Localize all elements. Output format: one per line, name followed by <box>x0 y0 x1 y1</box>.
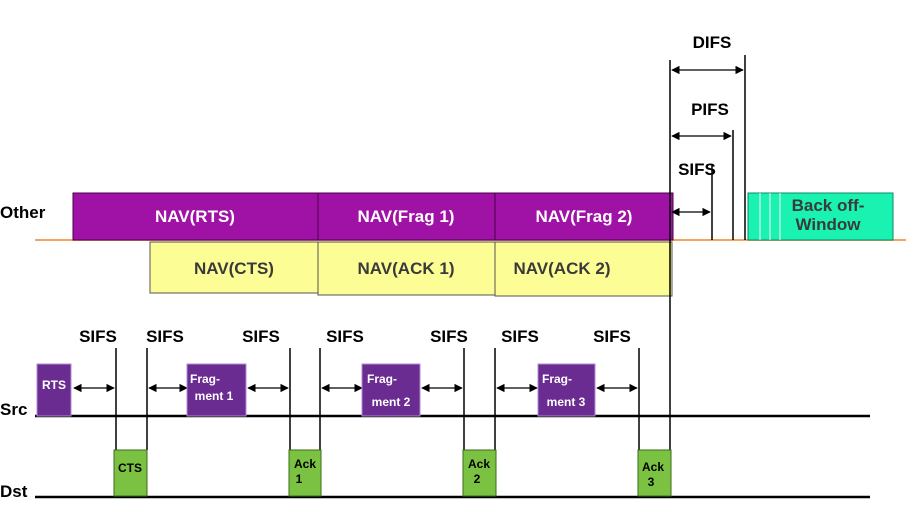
nav-label: NAV(ACK 1) <box>358 259 455 278</box>
backoff-window: Back off- Window <box>747 192 894 241</box>
nav-label: NAV(Frag 2) <box>536 207 633 226</box>
frame-label: Frag- <box>367 372 397 386</box>
frame-label: ment 3 <box>547 395 586 409</box>
row-label-dst: Dst <box>0 482 28 501</box>
frame-label: Ack <box>294 457 316 471</box>
frame-label: Ack <box>642 460 664 474</box>
sifs-label-other: SIFS <box>678 160 716 179</box>
frame-label: Frag- <box>542 372 572 386</box>
frame-label: Ack <box>468 457 490 471</box>
nav-label: NAV(RTS) <box>155 207 235 226</box>
sifs-label: SIFS <box>501 327 539 346</box>
frame-label: ment 1 <box>195 389 234 403</box>
backoff-label-2: Window <box>796 215 862 234</box>
nav-other-frag1: NAV(Frag 1) <box>317 192 496 241</box>
nav-dst-ack2: NAV(ACK 2) <box>494 241 673 297</box>
nav-label: NAV(ACK 2) <box>514 259 611 278</box>
frame-label: 1 <box>296 472 303 486</box>
dst-frame-cts: CTS <box>113 449 148 497</box>
frame-label: 3 <box>648 475 655 489</box>
pifs-label: PIFS <box>691 100 729 119</box>
backoff-label-1: Back off- <box>792 196 865 215</box>
nav-label: NAV(CTS) <box>194 259 274 278</box>
sifs-label: SIFS <box>242 327 280 346</box>
frame-label: ment 2 <box>372 395 411 409</box>
src-frame-fragment-1: Frag- ment 1 <box>186 363 247 417</box>
frame-label: RTS <box>42 378 66 392</box>
nav-other-frag2: NAV(Frag 2) <box>494 192 674 241</box>
dst-frame-ack-2: Ack 2 <box>462 449 497 497</box>
nav-label: NAV(Frag 1) <box>358 207 455 226</box>
nav-dst-cts: NAV(CTS) <box>149 241 319 294</box>
nav-other-rts: NAV(RTS) <box>72 192 319 241</box>
sifs-label: SIFS <box>146 327 184 346</box>
src-frame-fragment-2: Frag- ment 2 <box>361 363 421 417</box>
sifs-label: SIFS <box>593 327 631 346</box>
sifs-label: SIFS <box>79 327 117 346</box>
frame-label: 2 <box>474 472 481 486</box>
dst-frame-ack-3: Ack 3 <box>637 449 672 497</box>
frame-label: Frag- <box>190 372 220 386</box>
row-label-other: Other <box>0 203 46 222</box>
nav-dst-ack1: NAV(ACK 1) <box>317 241 496 296</box>
src-frame-fragment-3: Frag- ment 3 <box>537 363 596 417</box>
row-label-src: Src <box>0 400 27 419</box>
difs-label: DIFS <box>693 33 732 52</box>
sifs-label: SIFS <box>430 327 468 346</box>
frame-label: CTS <box>118 461 142 475</box>
dst-frame-ack-1: Ack 1 <box>288 449 322 497</box>
src-frame-rts: RTS <box>36 363 72 417</box>
sifs-label: SIFS <box>326 327 364 346</box>
